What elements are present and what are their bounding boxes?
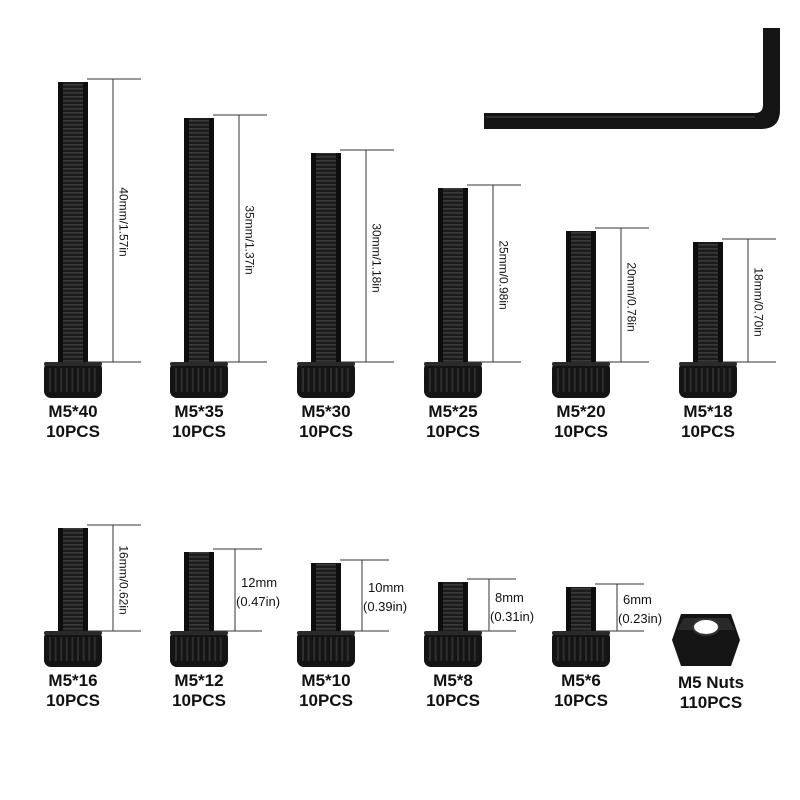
dimension-label: 35mm/1.37in: [242, 205, 257, 275]
screw-quantity: 10PCS: [46, 422, 100, 441]
dimension-bracket: [595, 583, 644, 632]
dimension-bracket: [340, 559, 389, 632]
dimension-bracket: [213, 548, 262, 632]
dimension-label: 6mm (0.23in): [618, 590, 662, 628]
dimension-mm: 12mm: [241, 574, 278, 590]
screw-size: M5*16: [48, 671, 98, 690]
dimension-bracket: [87, 78, 141, 363]
hex-key-icon: [484, 28, 780, 129]
socket-screw-icon: [297, 153, 355, 398]
socket-screw-icon: [170, 552, 228, 667]
screw-size: M5*25: [428, 402, 478, 421]
screw-size: M5*40: [48, 402, 98, 421]
dimension-bracket: [87, 524, 141, 632]
dimension-bracket: [467, 578, 516, 632]
socket-screw-icon: [44, 528, 102, 667]
socket-screw-icon: [44, 82, 102, 398]
socket-screw-icon: [424, 582, 482, 667]
screw-size: M5*8: [433, 671, 473, 690]
screw-quantity: 10PCS: [681, 422, 735, 441]
screw-quantity: 10PCS: [554, 691, 608, 710]
screw-quantity: 10PCS: [554, 422, 608, 441]
screw-size: M5*12: [174, 671, 224, 690]
screw-quantity: 10PCS: [299, 422, 353, 441]
dimension-bracket: [213, 114, 267, 363]
socket-screw-icon: [552, 587, 610, 667]
socket-screw-icon: [424, 188, 482, 398]
screw-size: M5*10: [301, 671, 351, 690]
socket-screw-icon: [170, 118, 228, 398]
dimension-mm: 6mm: [623, 592, 652, 607]
socket-screw-icon: [552, 231, 610, 398]
dimension-label: 16mm/0.62in: [116, 544, 131, 615]
dimension-bracket: [467, 184, 521, 363]
dimension-mm: 8mm: [495, 589, 524, 605]
screw-quantity: 10PCS: [46, 691, 100, 710]
nut-quantity: 110PCS: [679, 693, 743, 712]
dimension-in: (0.31in): [490, 608, 535, 624]
dimension-label: 30mm/1.18in: [369, 222, 384, 293]
screw-size: M5*6: [561, 671, 601, 690]
nut-size: M5 Nuts: [677, 673, 745, 692]
socket-screw-icon: [297, 563, 355, 667]
dimension-label: 10mm (0.39in): [363, 578, 407, 616]
dimension-label: 8mm (0.31in): [490, 588, 534, 626]
screw-size: M5*20: [556, 402, 606, 421]
screw-size: M5*35: [174, 402, 224, 421]
dimension-label: 12mm (0.47in): [236, 573, 280, 611]
screw-size: M5*18: [683, 402, 733, 421]
screw-size: M5*30: [301, 402, 351, 421]
dimension-label: 40mm/1.57in: [116, 187, 131, 257]
hex-nut-icon: [672, 614, 740, 666]
dimension-in: (0.23in): [618, 611, 663, 626]
dimension-in: (0.39in): [363, 599, 408, 614]
dimension-bracket: [722, 238, 776, 363]
dimension-mm: 10mm: [368, 580, 405, 595]
screw-quantity: 10PCS: [172, 422, 226, 441]
dimension-label: 25mm/0.98in: [496, 240, 511, 310]
dimension-bracket: [595, 227, 649, 363]
screw-quantity: 10PCS: [426, 422, 480, 441]
screw-quantity: 10PCS: [172, 691, 226, 710]
dimension-label: 18mm/0.70in: [751, 267, 766, 337]
socket-screw-icon: [679, 242, 737, 398]
screw-quantity: 10PCS: [426, 691, 480, 710]
dimension-in: (0.47in): [236, 593, 281, 609]
screw-quantity: 10PCS: [299, 691, 353, 710]
dimension-bracket: [340, 149, 394, 363]
dimension-label: 20mm/0.78in: [624, 261, 639, 332]
